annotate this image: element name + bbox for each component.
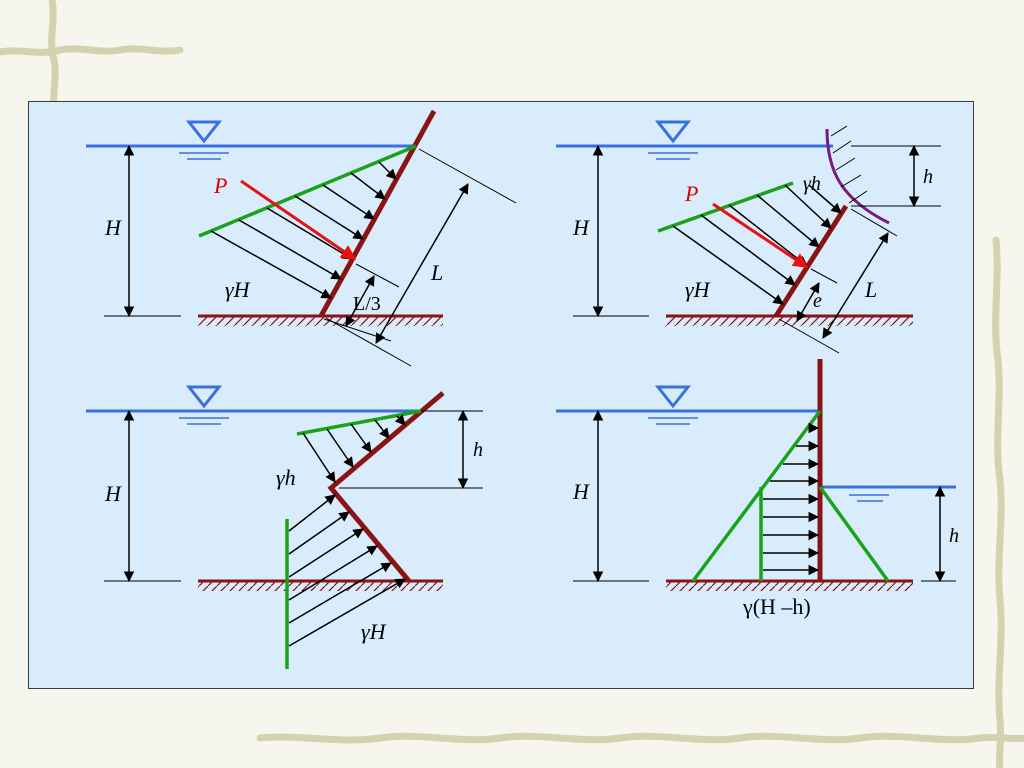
pressure-arrows — [763, 422, 820, 576]
diagram-vertical-wall-two-sided: γ(H –h) H h — [556, 359, 959, 619]
label-H: H — [104, 215, 122, 240]
dimension-L — [822, 232, 889, 339]
label-gammaH: γH — [685, 277, 711, 302]
label-h: h — [923, 166, 933, 188]
label-gammaH: γH — [225, 277, 251, 302]
curved-surface — [825, 128, 890, 225]
inclined-wall — [773, 204, 849, 318]
pressure-outline — [657, 181, 794, 233]
label-gammaH: γH — [361, 619, 387, 644]
label-L: L — [430, 260, 443, 285]
ground-hatch — [666, 317, 913, 326]
diagram-broken-wall: γh γH H h — [86, 385, 483, 669]
water-level-icon — [179, 120, 229, 160]
diagram-panel: P γH H L L/3 — [28, 101, 974, 689]
water-level-icon — [648, 385, 698, 425]
label-h: h — [949, 525, 959, 547]
label-L3: L/3 — [353, 293, 381, 315]
label-P: P — [213, 173, 227, 198]
inclined-wall — [318, 109, 437, 318]
broken-wall — [327, 391, 445, 583]
hydrostatic-pressure-diagrams: P γH H L L/3 — [86, 109, 959, 669]
dimension-e — [796, 282, 820, 322]
label-P: P — [684, 181, 698, 206]
label-gammah: γh — [276, 465, 296, 490]
resultant-force-arrow — [712, 202, 809, 269]
pressure-arrows-upper — [302, 414, 406, 483]
pressure-outline-right — [818, 485, 890, 583]
label-h: h — [473, 439, 483, 461]
diagram-inclined-wall: P γH H L L/3 — [86, 109, 517, 367]
ground-hatch — [666, 582, 913, 591]
resultant-force-arrow — [240, 179, 357, 261]
label-H: H — [572, 215, 590, 240]
dimension-L — [375, 183, 469, 344]
dimension-L3 — [345, 275, 375, 327]
label-H: H — [104, 481, 122, 506]
label-gammaHminush: γ(H –h) — [742, 594, 811, 619]
pressure-outline — [198, 144, 417, 238]
water-level-icon — [648, 120, 698, 160]
label-e: e — [813, 290, 822, 312]
label-L: L — [864, 277, 877, 302]
pressure-arrows-lower — [288, 494, 406, 647]
diagram-inclined-wall-curved-top: P γh γH H h L e — [556, 120, 941, 354]
curved-surface-hatch — [830, 125, 868, 204]
ground-hatch — [198, 317, 443, 326]
ground-hatch — [198, 582, 443, 591]
label-gammah: γh — [803, 173, 821, 195]
pressure-outline-left — [691, 409, 822, 583]
water-level-lines-right — [849, 494, 889, 502]
water-level-icon — [179, 385, 229, 425]
label-H: H — [572, 479, 590, 504]
